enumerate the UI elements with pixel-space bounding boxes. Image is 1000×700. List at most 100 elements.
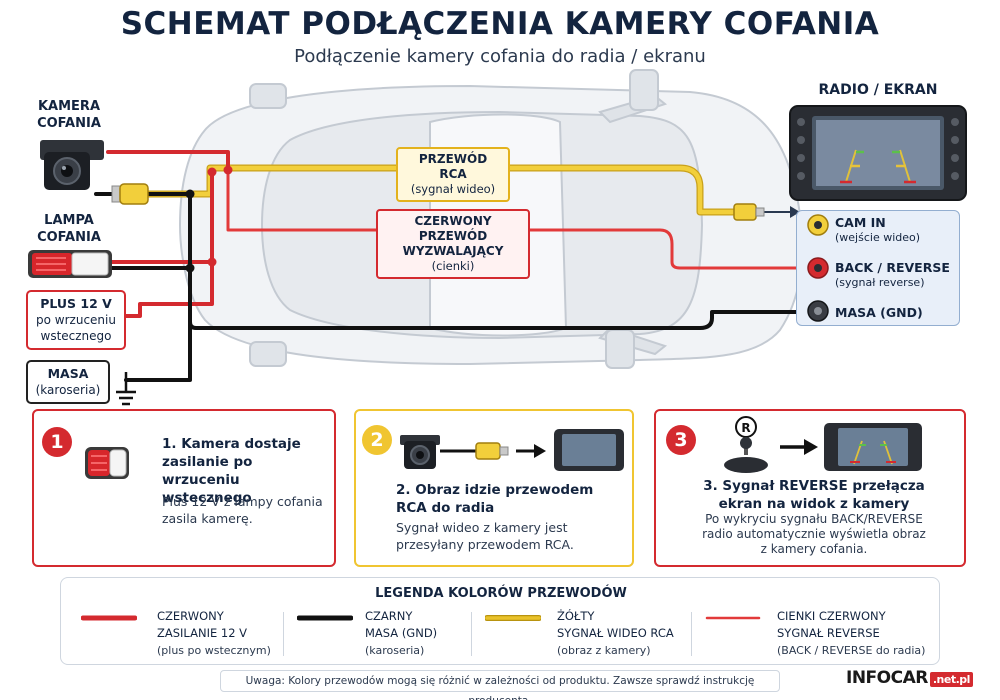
step-1-title-line-1: 1. Kamera dostaje	[162, 436, 301, 452]
port-cam-in-name: CAM IN	[835, 215, 886, 230]
legend-swatch-thin-red	[705, 616, 761, 620]
step-3-number: 3	[666, 425, 696, 455]
step-3-illustration: R	[724, 416, 922, 473]
trigger-wire-tag: CZERWONY PRZEWÓD WYZWALAJĄCY (cienki)	[376, 209, 530, 279]
legend-black-sub: (karoseria)	[365, 644, 425, 657]
footer-note: Uwaga: Kolory przewodów mogą się różnić …	[220, 670, 780, 700]
lamp-label: LAMPA COFANIA	[24, 212, 114, 246]
step-1-desc-line-1: Plus 12 V z lampy cofania	[162, 494, 323, 509]
legend-black-text: CZARNY MASA (GND) (karoseria)	[365, 608, 475, 659]
plus-12v-title: PLUS 12 V	[40, 296, 112, 311]
legend-swatch-black	[297, 615, 353, 621]
step-1-title-line-3: wstecznego	[162, 490, 252, 506]
port-reverse-sub: (sygnał reverse)	[835, 276, 925, 289]
step-1-desc-line-2: zasila kamerę.	[162, 511, 253, 526]
step-2-desc-line-2: przesyłany przewodem RCA.	[396, 537, 574, 552]
arrow-right-icon	[516, 444, 546, 458]
legend-red-line-1: CZERWONY	[157, 609, 224, 623]
rca-plug-icon	[733, 203, 765, 221]
camera-icon	[40, 140, 104, 190]
lamp-label-line-2: COFANIA	[37, 230, 101, 245]
step-3-desc-line-1: Po wykryciu sygnału BACK/REVERSE	[705, 512, 923, 526]
legend-swatch-red	[81, 615, 137, 621]
legend-item-black: CZARNY MASA (GND) (karoseria)	[297, 608, 477, 660]
radio-label: RADIO / EKRAN	[818, 82, 938, 98]
step-3-title-line-2: ekran na widok z kamery	[718, 496, 910, 512]
legend-title: LEGENDA KOLORÓW PRZEWODÓW	[375, 586, 627, 601]
legend-red-text: CZERWONY ZASILANIE 12 V (plus po wsteczn…	[157, 608, 287, 659]
rca-plug-icon	[111, 183, 149, 205]
port-reverse-name: BACK / REVERSE	[835, 260, 950, 275]
step-3-desc: Po wykryciu sygnału BACK/REVERSE radio a…	[674, 512, 954, 557]
step-2-desc: Sygnał wideo z kamery jest przesyłany pr…	[396, 519, 626, 553]
camera-icon	[400, 435, 440, 469]
step-3-desc-line-3: z kamery cofania.	[760, 542, 868, 556]
tail-lamp-icon	[85, 447, 129, 479]
step-3-card: 3 R 3. Sygnał REVERSE przełącza ekran na…	[654, 409, 966, 567]
trigger-wire-title: CZERWONY PRZEWÓD	[414, 214, 492, 243]
legend-thin-red-line-2: SYGNAŁ REVERSE	[777, 626, 880, 640]
rca-wire-sub: (sygnał wideo)	[410, 182, 496, 196]
step-3-title-line-1: 3. Sygnał REVERSE przełącza	[703, 478, 925, 494]
trigger-wire-title-2: WYZWALAJĄCY	[402, 244, 504, 258]
step-2-number: 2	[362, 425, 392, 455]
step-3-title: 3. Sygnał REVERSE przełącza ekran na wid…	[674, 477, 954, 513]
legend-item-red: CZERWONY ZASILANIE 12 V (plus po wsteczn…	[81, 608, 281, 660]
legend-divider	[691, 612, 692, 656]
brand-tld: .net.pl	[929, 672, 973, 687]
legend-thin-red-line-1: CIENKI CZERWONY	[777, 609, 886, 623]
step-3-desc-line-2: radio automatycznie wyświetla obraz	[702, 527, 926, 541]
plus-12v-sub-2: wstecznego	[40, 329, 112, 343]
legend-thin-red-text: CIENKI CZERWONY SYGNAŁ REVERSE (BACK / R…	[777, 608, 937, 659]
step-2-desc-line-1: Sygnał wideo z kamery jest	[396, 520, 568, 535]
plus-12v-box: PLUS 12 V po wrzuceniu wstecznego	[26, 290, 126, 350]
legend-black-line-2: MASA (GND)	[365, 626, 438, 640]
legend-yellow-text: ŻÓŁTY SYGNAŁ WIDEO RCA (obraz z kamery)	[557, 608, 687, 659]
legend-black-line-1: CZARNY	[365, 609, 413, 623]
radio-screen-icon	[789, 105, 967, 201]
arrow-right-icon	[780, 439, 818, 455]
legend-item-yellow: ŻÓŁTY SYGNAŁ WIDEO RCA (obraz z kamery)	[485, 608, 685, 660]
wire-color-legend: LEGENDA KOLORÓW PRZEWODÓW CZERWONY ZASIL…	[60, 577, 940, 665]
step-2-card: 2 2. Obraz idzie przewodem RCA do radia …	[354, 409, 634, 567]
step-1-title-line-2: zasilanie po wrzuceniu	[162, 454, 253, 488]
trigger-wire-sub: (cienki)	[431, 259, 475, 273]
ground-symbol-icon	[116, 372, 136, 406]
rca-wire-tag: PRZEWÓD RCA (sygnał wideo)	[396, 147, 510, 202]
gear-lever-icon: R	[724, 416, 768, 473]
step-1-desc: Plus 12 V z lampy cofania zasila kamerę.	[162, 493, 332, 527]
page-subtitle: Podłączenie kamery cofania do radia / ek…	[294, 46, 706, 67]
port-cam-in: CAM IN (wejście wideo)	[835, 215, 920, 245]
ground-sub: (karoseria)	[35, 383, 101, 397]
legend-item-thin-red: CIENKI CZERWONY SYGNAŁ REVERSE (BACK / R…	[705, 608, 935, 660]
brand-logo: INFOCAR.net.pl	[846, 668, 973, 688]
brand-name: INFOCAR	[846, 668, 928, 688]
legend-red-sub: (plus po wstecznym)	[157, 644, 271, 657]
port-ground: MASA (GND)	[835, 305, 923, 320]
step-1-number: 1	[42, 427, 72, 457]
legend-swatch-yellow	[485, 615, 541, 621]
legend-divider	[283, 612, 284, 656]
tail-lamp-icon	[28, 250, 112, 278]
page-title: SCHEMAT PODŁĄCZENIA KAMERY COFANIA	[120, 6, 880, 42]
legend-thin-red-sub: (BACK / REVERSE do radia)	[777, 644, 926, 657]
radio-screen-icon	[554, 429, 624, 471]
legend-yellow-sub: (obraz z kamery)	[557, 644, 651, 657]
step-2-title-line-1: 2. Obraz idzie przewodem	[396, 482, 594, 498]
step-2-illustration	[400, 429, 624, 471]
radio-screen-icon	[824, 423, 922, 471]
step-1-card: 1 1. Kamera dostaje zasilanie po wrzucen…	[32, 409, 336, 567]
legend-yellow-line-2: SYGNAŁ WIDEO RCA	[557, 626, 674, 640]
camera-label: KAMERA COFANIA	[24, 98, 114, 132]
lamp-label-line-1: LAMPA	[44, 213, 94, 228]
reverse-badge: R	[741, 421, 750, 435]
port-cam-in-sub: (wejście wideo)	[835, 231, 921, 244]
camera-label-line-2: COFANIA	[37, 116, 101, 131]
step-2-title-line-2: RCA do radia	[396, 500, 495, 516]
step-2-title: 2. Obraz idzie przewodem RCA do radia	[396, 481, 626, 517]
legend-red-line-2: ZASILANIE 12 V	[157, 626, 248, 640]
plus-12v-sub-1: po wrzuceniu	[36, 313, 116, 327]
step-1-title: 1. Kamera dostaje zasilanie po wrzuceniu…	[162, 435, 332, 507]
legend-divider	[471, 612, 472, 656]
